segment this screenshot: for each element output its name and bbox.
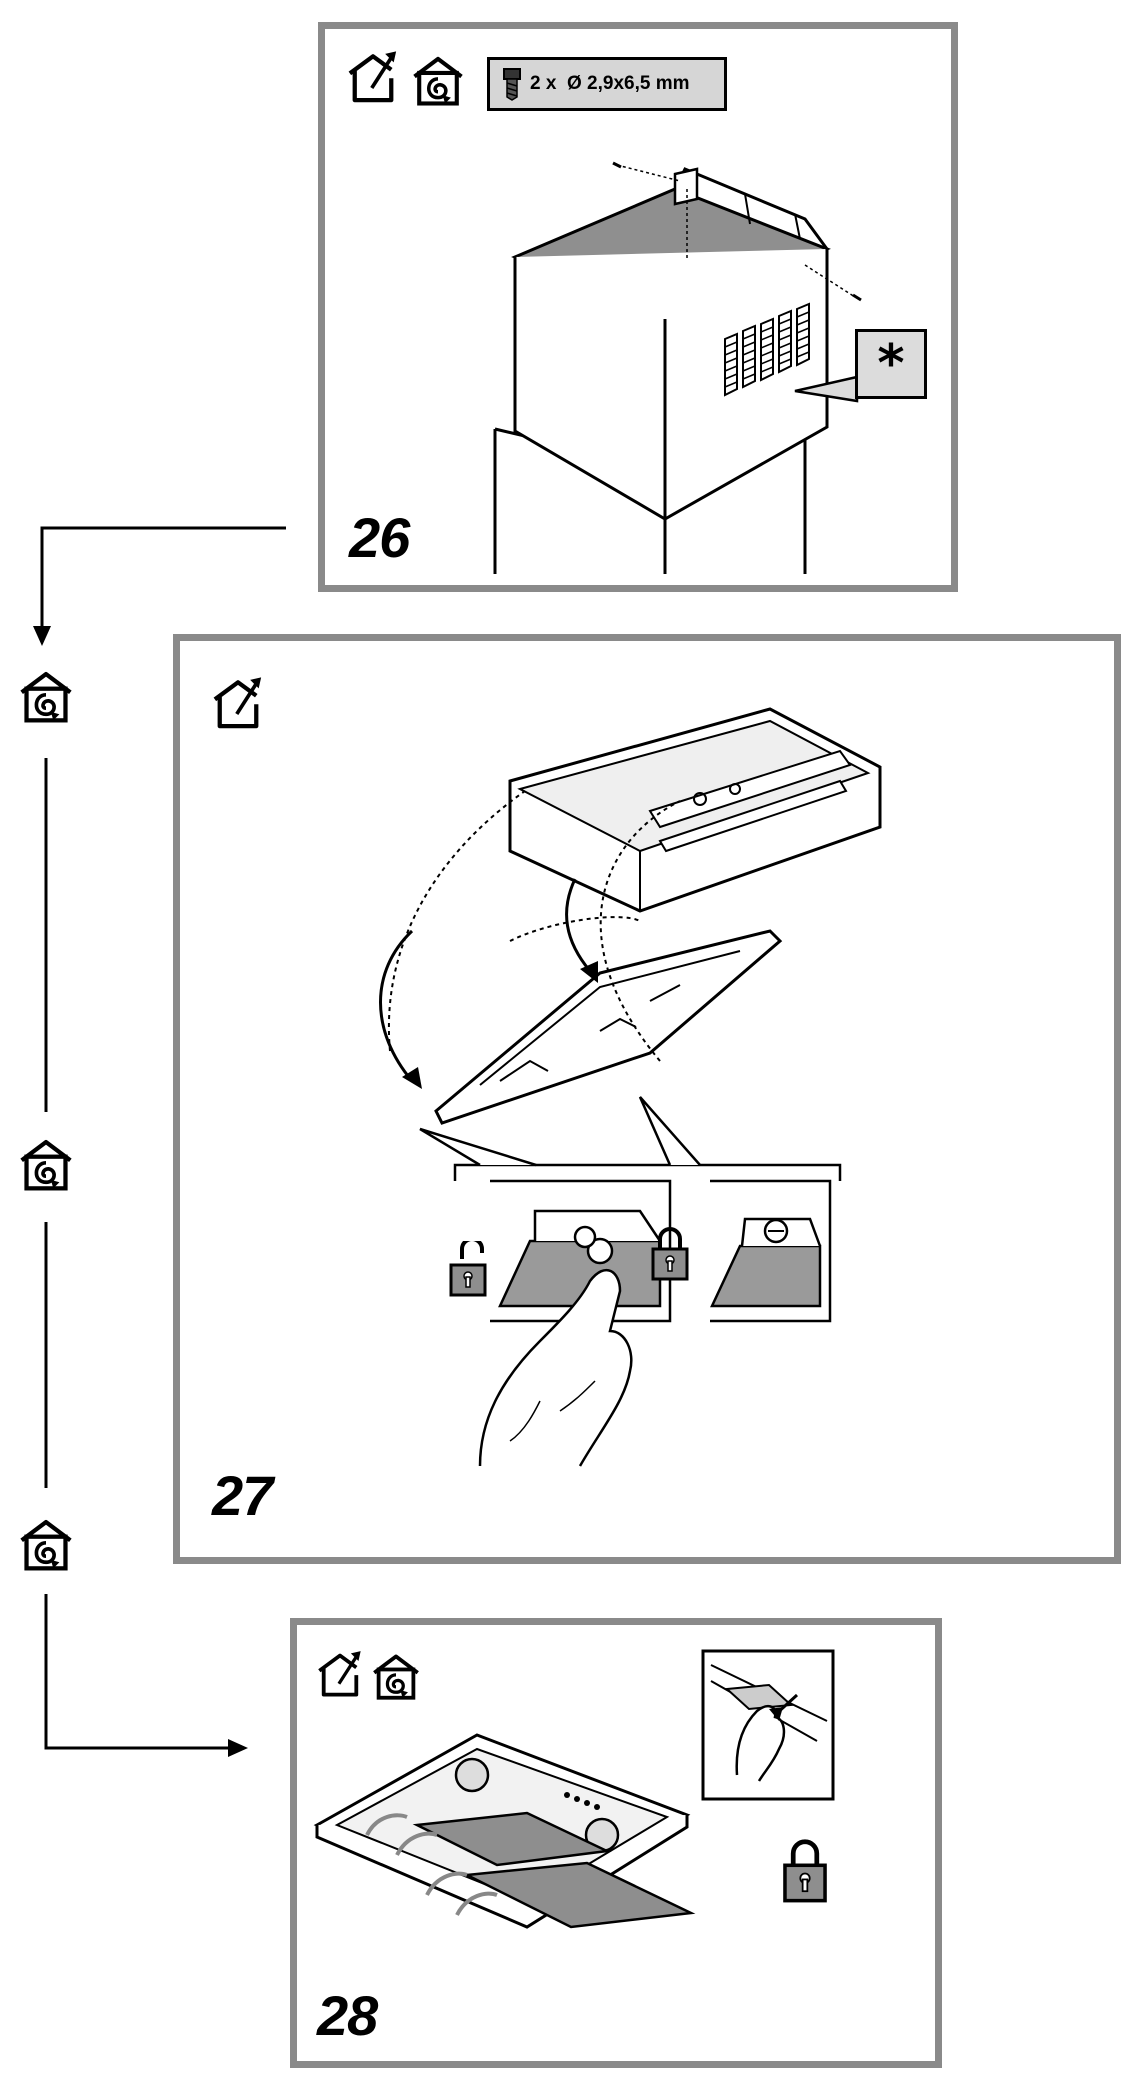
filter-removal-illustration — [379, 707, 882, 1467]
flow-recirculation-icon-1 — [18, 668, 74, 724]
padlock-closed-icon — [650, 1225, 690, 1281]
step-28-panel: 28 — [290, 1618, 942, 2068]
callout-asterisk: * — [855, 329, 927, 399]
flow-recirculation-icon-2 — [18, 1136, 74, 1192]
hood-filter-illustration — [313, 1649, 835, 1929]
screw-icon — [503, 68, 521, 101]
step-number-28: 28 — [317, 1984, 378, 2047]
screw-spec-text: 2 x Ø 2,9x6,5 mm — [530, 73, 690, 94]
chimney-illustration — [493, 161, 862, 574]
padlock-closed-icon — [781, 1837, 829, 1903]
step-26-panel: 2 x Ø 2,9x6,5 mm — [318, 22, 958, 592]
padlock-open-icon — [448, 1241, 488, 1297]
step-27-panel: 27 — [173, 634, 1121, 1564]
flow-connector — [33, 526, 286, 1757]
screw-spec-box: 2 x Ø 2,9x6,5 mm — [487, 57, 727, 111]
step-number-26: 26 — [349, 506, 410, 569]
step-number-27: 27 — [212, 1464, 273, 1527]
flow-recirculation-icon-3 — [18, 1516, 74, 1572]
